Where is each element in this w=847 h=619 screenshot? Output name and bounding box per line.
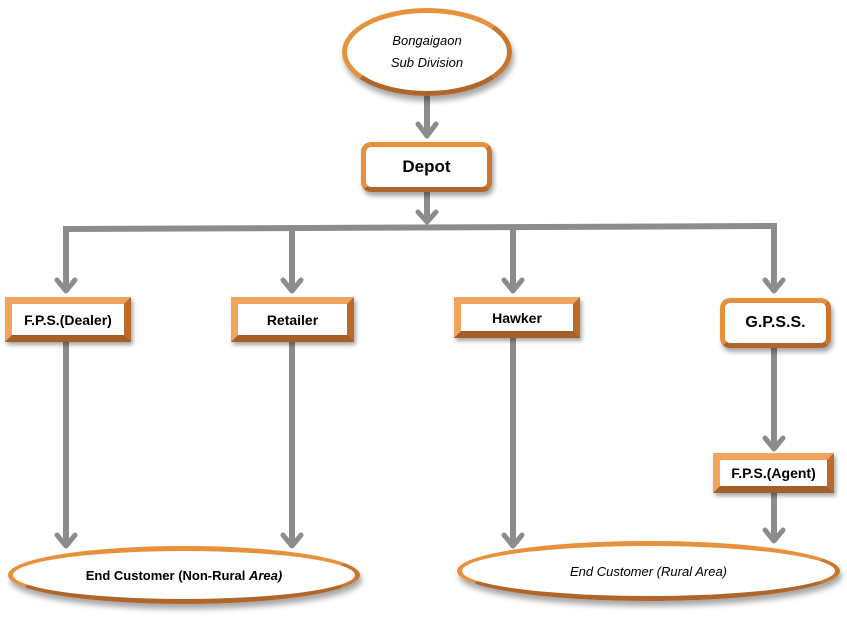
node-gpss: G.P.S.S.: [720, 298, 831, 348]
node-fps-agent: F.P.S.(Agent): [713, 453, 834, 493]
node-end-rural-label: End Customer (Rural Area): [569, 563, 727, 579]
node-bongaigaon-sub-division: Bongaigaon Sub Division: [342, 8, 512, 96]
node-end-nonrural-label: End Customer (Non-Rural Area): [86, 568, 282, 583]
node-fps-agent-label: F.P.S.(Agent): [731, 465, 816, 481]
node-fps-dealer-label: F.P.S.(Dealer): [24, 311, 112, 328]
node-root-line2: Sub Division: [390, 55, 464, 70]
node-fps-dealer: F.P.S.(Dealer): [5, 297, 131, 342]
node-root-line1: Bongaigaon: [392, 33, 462, 48]
arrowhead-icon: [762, 435, 786, 452]
node-depot-label: Depot: [402, 157, 451, 176]
arrowhead-icon: [280, 277, 304, 294]
node-end-nonrural-label-italic: Area): [248, 567, 283, 583]
arrowhead-icon: [762, 277, 786, 294]
node-end-nonrural-label-plain: End Customer (Non-Rural: [85, 567, 249, 583]
node-end-customer-rural: End Customer (Rural Area): [457, 541, 840, 601]
node-gpss-label: G.P.S.S.: [745, 314, 806, 331]
arrowhead-icon: [501, 277, 525, 294]
arrowhead-icon: [501, 532, 525, 549]
arrowhead-icon: [54, 277, 78, 294]
node-retailer: Retailer: [231, 297, 354, 342]
node-retailer-label: Retailer: [266, 311, 319, 328]
node-depot: Depot: [361, 142, 492, 192]
connector-bus: [62, 222, 778, 233]
node-end-customer-non-rural: End Customer (Non-Rural Area): [8, 546, 360, 604]
node-hawker-label: Hawker: [492, 309, 542, 326]
arrowhead-icon: [415, 209, 439, 225]
arrowhead-icon: [280, 532, 304, 549]
arrowhead-icon: [762, 527, 786, 544]
arrowhead-icon: [415, 121, 439, 139]
node-hawker: Hawker: [454, 297, 580, 338]
arrowhead-icon: [54, 532, 78, 549]
